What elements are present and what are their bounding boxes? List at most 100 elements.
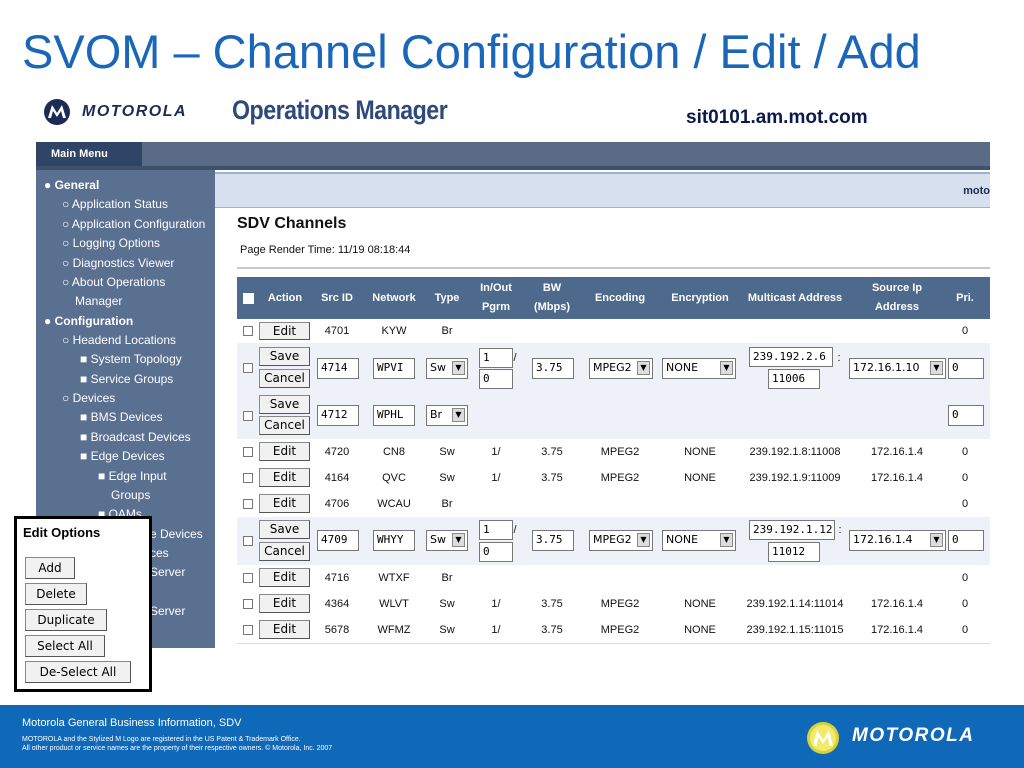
footer: Motorola General Business Information, S…: [0, 705, 1024, 768]
src-id-input[interactable]: 4714: [317, 358, 359, 379]
sidebar-item-edge-input-cont[interactable]: Groups: [111, 488, 151, 502]
dropdown-arrow-icon: ▼: [930, 533, 943, 547]
cell-multicast: 239.192.1.14:11014: [746, 598, 844, 610]
cell-src-id: 4716: [324, 572, 350, 584]
type-select[interactable]: Sw▼: [426, 358, 468, 379]
row-checkbox[interactable]: [243, 411, 253, 421]
row-checkbox[interactable]: [243, 499, 253, 509]
in-pgrm-input[interactable]: 1: [479, 520, 513, 540]
out-pgrm-input[interactable]: 0: [479, 369, 513, 389]
sidebar-item-diagnostics-viewer[interactable]: ○ Diagnostics Viewer: [62, 256, 175, 270]
sidebar-item-partial-server-2[interactable]: Server: [150, 604, 186, 618]
save-button[interactable]: Save: [259, 347, 310, 366]
row-checkbox[interactable]: [243, 447, 253, 457]
cancel-button[interactable]: Cancel: [259, 416, 310, 435]
delete-button[interactable]: Delete: [25, 583, 87, 605]
cell-pri: 0: [961, 325, 969, 337]
add-button[interactable]: Add: [25, 557, 75, 579]
edit-button[interactable]: Edit: [259, 568, 310, 587]
sidebar-item-bms-devices[interactable]: ■ BMS Devices: [80, 410, 163, 424]
cell-type: Br: [441, 325, 453, 337]
multicast-address-input[interactable]: 239.192.2.6: [749, 347, 833, 367]
sidebar-item-about-operations-cont[interactable]: Manager: [75, 294, 123, 308]
bw-input[interactable]: 3.75: [532, 530, 574, 551]
edit-button[interactable]: Edit: [259, 468, 310, 487]
network-input[interactable]: WPVI: [373, 358, 415, 379]
src-id-input[interactable]: 4709: [317, 530, 359, 551]
tab-main-menu[interactable]: Main Menu: [36, 142, 142, 166]
priority-input[interactable]: 0: [948, 358, 984, 379]
priority-input[interactable]: 0: [948, 405, 984, 426]
multicast-port-input[interactable]: 11012: [768, 542, 820, 562]
sidebar-item-general[interactable]: ● General: [44, 178, 100, 192]
duplicate-button[interactable]: Duplicate: [25, 609, 107, 631]
sidebar-item-application-status[interactable]: ○ Application Status: [62, 197, 168, 211]
sidebar-item-edge-devices[interactable]: ■ Edge Devices: [80, 449, 165, 463]
sidebar-item-system-topology[interactable]: ■ System Topology: [80, 352, 182, 366]
out-pgrm-input[interactable]: 0: [479, 542, 513, 562]
sidebar-item-about-operations[interactable]: ○ About Operations: [62, 275, 166, 289]
source-ip-select[interactable]: 172.16.1.10▼: [849, 358, 946, 379]
encoding-select[interactable]: MPEG2▼: [589, 358, 653, 379]
row-checkbox[interactable]: [243, 625, 253, 635]
row-checkbox[interactable]: [243, 536, 253, 546]
content-header-brand: moto: [963, 185, 990, 197]
cancel-button[interactable]: Cancel: [259, 369, 310, 388]
footer-copyright-line: All other product or service names are t…: [22, 745, 333, 752]
sidebar-item-logging-options[interactable]: ○ Logging Options: [62, 236, 160, 250]
sidebar-item-partial-ces[interactable]: ces: [150, 546, 169, 560]
src-id-input[interactable]: 4712: [317, 405, 359, 426]
dropdown-arrow-icon: ▼: [452, 408, 465, 422]
row-checkbox[interactable]: [243, 573, 253, 583]
sidebar-item-application-configuration[interactable]: ○ Application Configuration: [62, 217, 206, 231]
row-checkbox[interactable]: [243, 599, 253, 609]
in-pgrm-input[interactable]: 1: [479, 348, 513, 368]
deselect-all-button[interactable]: De-Select All: [25, 661, 131, 683]
row-checkbox[interactable]: [243, 473, 253, 483]
network-input[interactable]: WPHL: [373, 405, 415, 426]
multicast-port-input[interactable]: 11006: [768, 369, 820, 389]
cell-network: WFMZ: [377, 624, 411, 636]
encryption-select[interactable]: NONE▼: [662, 530, 736, 551]
row-checkbox[interactable]: [243, 326, 253, 336]
cancel-button[interactable]: Cancel: [259, 542, 310, 561]
sidebar-item-broadcast-devices[interactable]: ■ Broadcast Devices: [80, 430, 191, 444]
bw-input[interactable]: 3.75: [532, 358, 574, 379]
source-ip-select[interactable]: 172.16.1.4▼: [849, 530, 946, 551]
sidebar-item-partial-server[interactable]: Server: [150, 565, 186, 579]
sidebar-item-partial-devices[interactable]: e Devices: [150, 527, 203, 541]
cell-network: WTXF: [378, 572, 410, 584]
row-checkbox[interactable]: [243, 363, 253, 373]
multicast-address-input[interactable]: 239.192.1.12: [749, 520, 835, 540]
priority-input[interactable]: 0: [948, 530, 984, 551]
cell-source-ip: 172.16.1.4: [871, 598, 923, 610]
network-input[interactable]: WHYY: [373, 530, 415, 551]
footer-classification: Motorola General Business Information, S…: [22, 717, 242, 729]
sidebar-item-edge-input[interactable]: ■ Edge Input: [98, 469, 167, 483]
encryption-select[interactable]: NONE▼: [662, 358, 736, 379]
select-all-button[interactable]: Select All: [25, 635, 105, 657]
type-select[interactable]: Br▼: [426, 405, 468, 426]
edit-button[interactable]: Edit: [259, 322, 310, 340]
sidebar-item-devices[interactable]: ○ Devices: [62, 391, 116, 405]
motorola-logo-icon: [44, 99, 70, 125]
type-select[interactable]: Sw▼: [426, 530, 468, 551]
edit-button[interactable]: Edit: [259, 594, 310, 613]
col-bw: BW(Mbps): [533, 282, 571, 313]
save-button[interactable]: Save: [259, 395, 310, 414]
sidebar-item-configuration[interactable]: ● Configuration: [44, 314, 134, 328]
edit-button[interactable]: Edit: [259, 442, 310, 461]
sidebar-item-headend-locations[interactable]: ○ Headend Locations: [62, 333, 177, 347]
circle-bullet-icon: ○: [62, 236, 70, 250]
app-header: MOTOROLA Operations Manager sit0101.am.m…: [0, 94, 1024, 142]
sidebar-item-service-groups[interactable]: ■ Service Groups: [80, 372, 174, 386]
col-pri: Pri.: [956, 291, 974, 304]
edit-button[interactable]: Edit: [259, 620, 310, 639]
encoding-select[interactable]: MPEG2▼: [589, 530, 653, 551]
select-all-checkbox[interactable]: [242, 292, 254, 304]
save-button[interactable]: Save: [259, 520, 310, 539]
footer-legal: MOTOROLA and the Stylized M Logo are reg…: [22, 735, 332, 753]
edit-button[interactable]: Edit: [259, 494, 310, 513]
